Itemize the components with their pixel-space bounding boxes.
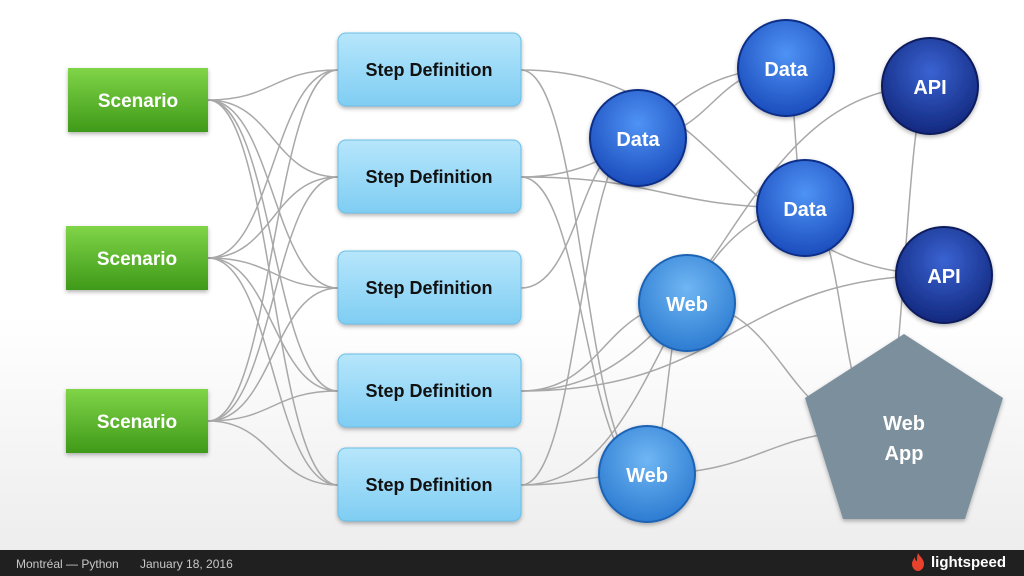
connector-line (207, 420, 339, 486)
connector-line (207, 176, 339, 259)
connector-line (207, 287, 339, 422)
data-node: Data (756, 159, 854, 257)
data-label: Data (783, 199, 827, 221)
brand-logo: lightspeed (911, 553, 1006, 571)
connector-line (207, 69, 339, 101)
step-definition-label: Step Definition (366, 381, 493, 401)
scenario-node: Scenario (66, 226, 208, 290)
connector-line (207, 257, 339, 486)
footer-bar: Montréal — Python January 18, 2016 light… (0, 550, 1024, 576)
connector-line (207, 99, 339, 486)
step-definition-label: Step Definition (366, 278, 493, 298)
step-definition-node: Step Definition (337, 250, 522, 325)
step-definition-label: Step Definition (366, 475, 493, 495)
step-definition-node: Step Definition (337, 353, 522, 428)
web-node: Web (638, 254, 736, 352)
step-definition-label: Step Definition (366, 167, 493, 187)
web-label: Web (666, 294, 708, 316)
data-label: Data (764, 59, 808, 81)
api-node: API (895, 226, 993, 324)
scenario-node: Scenario (66, 389, 208, 453)
connector-line (207, 69, 339, 422)
footer-location: Montréal — Python (16, 557, 119, 571)
connector-line (207, 390, 339, 422)
connector-line (207, 69, 339, 259)
connector-line (520, 85, 931, 392)
step-definition-node: Step Definition (337, 32, 522, 107)
api-node: API (881, 37, 979, 135)
api-label: API (927, 266, 960, 288)
webapp-node: Web App (805, 334, 1003, 519)
api-label: API (913, 77, 946, 99)
scenario-label: Scenario (97, 412, 177, 433)
connector-line (207, 99, 339, 289)
connector-line (520, 207, 806, 486)
connector-line (207, 99, 339, 178)
connector-line (520, 69, 945, 276)
webapp-label-line1: Web (883, 413, 925, 435)
data-node: Data (737, 19, 835, 117)
step-definition-node: Step Definition (337, 139, 522, 214)
data-label: Data (616, 129, 660, 151)
web-node: Web (598, 425, 696, 523)
connector-line (207, 257, 339, 289)
scenario-label: Scenario (98, 91, 178, 112)
connector-line (520, 274, 945, 392)
connector-line (207, 176, 339, 422)
step-definition-label: Step Definition (366, 60, 493, 80)
scenario-node: Scenario (68, 68, 208, 132)
step-definition-node: Step Definition (337, 447, 522, 522)
web-label: Web (626, 465, 668, 487)
architecture-diagram: Scenario Scenario Scenario Step Definiti… (66, 19, 1003, 523)
footer-date: January 18, 2016 (140, 557, 233, 571)
connector-line (207, 257, 339, 392)
data-node: Data (589, 89, 687, 187)
flame-icon (911, 553, 924, 571)
brand-name: lightspeed (930, 553, 1006, 571)
scenario-label: Scenario (97, 249, 177, 270)
webapp-label-line2: App (885, 443, 924, 465)
